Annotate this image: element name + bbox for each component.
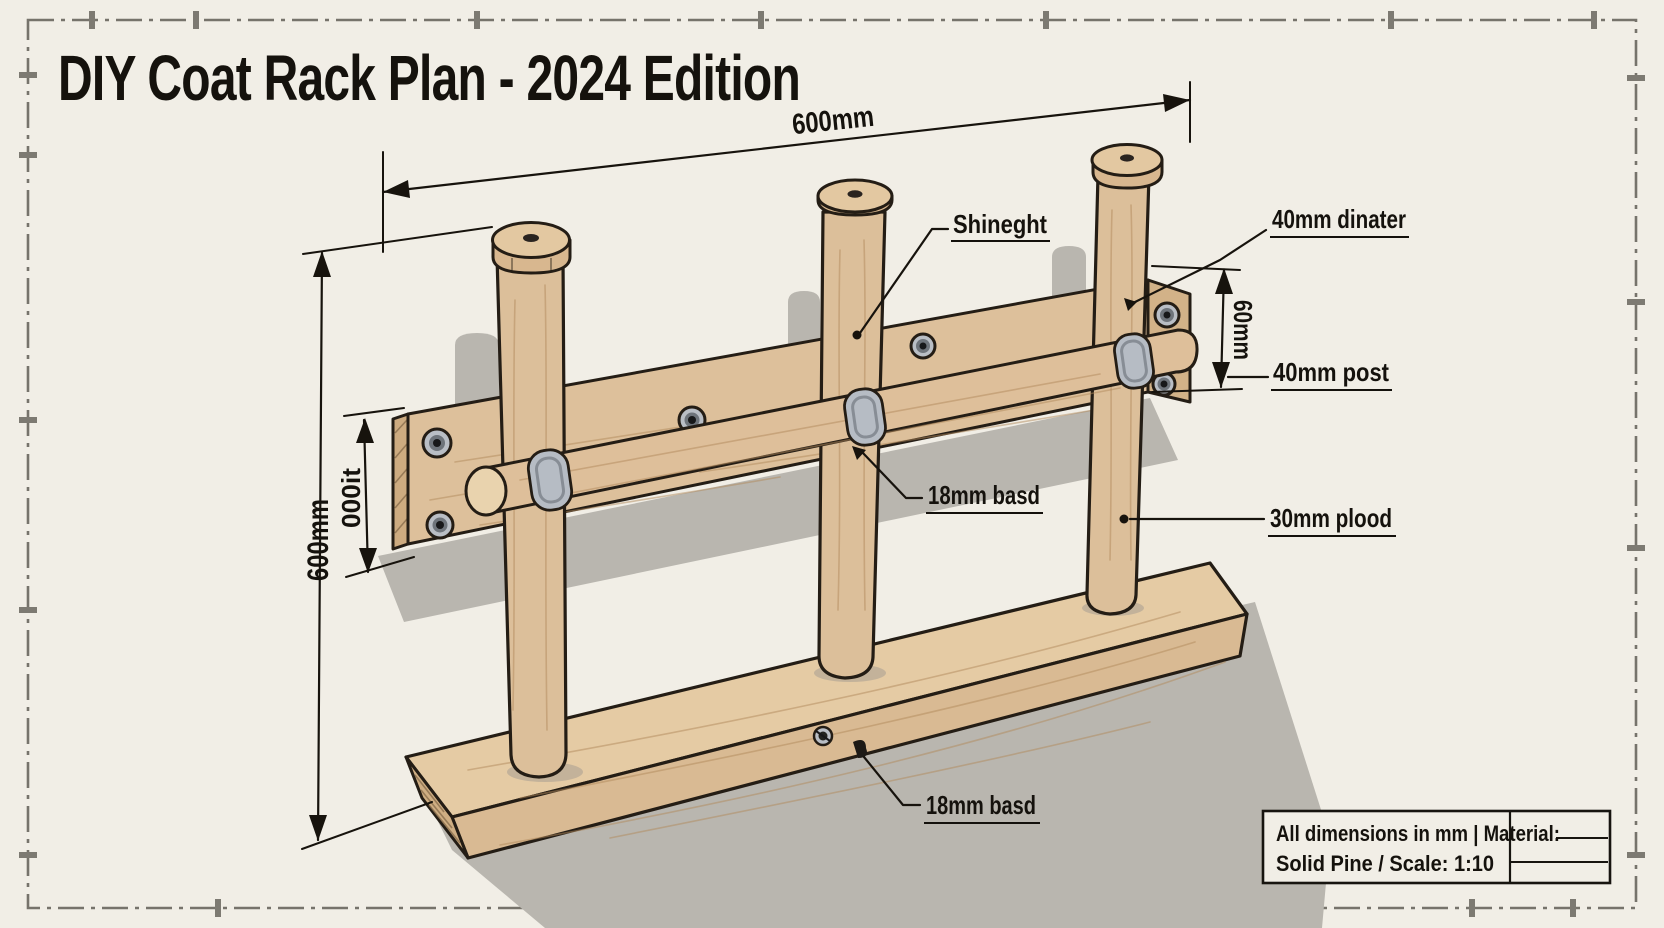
post-right-shadow bbox=[1052, 246, 1086, 302]
screw bbox=[677, 405, 707, 435]
callout-peg-diameter-label: 40mm dinater bbox=[1272, 204, 1406, 234]
dimension-right-60: 60mm bbox=[1151, 265, 1258, 393]
border-ticks-right bbox=[1627, 75, 1645, 858]
rail-collar-middle bbox=[843, 387, 887, 447]
screw bbox=[425, 510, 455, 540]
base-screw bbox=[812, 725, 834, 747]
callout-post: 40mm post bbox=[1226, 357, 1392, 391]
cap-hole bbox=[1120, 154, 1134, 162]
rail-collar-right bbox=[1113, 332, 1155, 390]
callout-shelf-height-label: Shineght bbox=[953, 209, 1047, 239]
cap-hole bbox=[523, 234, 539, 242]
border-ticks-left bbox=[19, 72, 37, 858]
screw bbox=[1153, 301, 1181, 329]
callout-base: 18mm basd bbox=[862, 755, 1040, 824]
post-middle-cap bbox=[816, 178, 894, 217]
callout-dot-diameter bbox=[1124, 298, 1137, 311]
post-right-cap bbox=[1090, 143, 1164, 190]
rail-collar-left bbox=[526, 448, 574, 512]
rail-end-cap bbox=[464, 465, 508, 517]
callout-peg-diameter: 40mm dinater bbox=[1131, 204, 1409, 305]
title-block-line2: Solid Pine / Scale: 1:10 bbox=[1276, 851, 1494, 876]
post-left bbox=[491, 221, 572, 779]
callout-backboard: 18mm basd bbox=[860, 450, 1043, 514]
dim-right-label: 60mm bbox=[1228, 300, 1258, 360]
page-title: DIY Coat Rack Plan - 2024 Edition bbox=[58, 42, 800, 114]
dim-inner-label: 000it bbox=[336, 468, 366, 528]
post-left-cap bbox=[491, 221, 572, 275]
post-left-body bbox=[495, 254, 568, 779]
title-block-line1: All dimensions in mm | Material: bbox=[1276, 821, 1560, 846]
border-ticks-top bbox=[89, 11, 1597, 29]
callout-backboard-label: 18mm basd bbox=[928, 480, 1040, 510]
callout-plywood: 30mm plood bbox=[1128, 503, 1396, 537]
dimension-board-thickness: 000it bbox=[336, 407, 415, 578]
dimension-left-height: 600mm bbox=[301, 226, 493, 850]
backboard-end-hatch bbox=[394, 419, 408, 534]
title-block-frame bbox=[1261, 809, 1612, 885]
callout-base-label: 18mm basd bbox=[926, 790, 1036, 820]
screw bbox=[1151, 371, 1177, 397]
cap-hole bbox=[847, 190, 863, 198]
dim-left-label: 600mm bbox=[302, 499, 335, 581]
post-right-body bbox=[1085, 173, 1151, 616]
post-right bbox=[1085, 143, 1164, 616]
backboard-shadow bbox=[378, 398, 1178, 622]
callout-shelf-height: Shineght bbox=[858, 209, 1050, 335]
callout-plywood-label: 30mm plood bbox=[1270, 503, 1392, 533]
screw bbox=[421, 427, 453, 459]
dim-top-label: 600mm bbox=[791, 101, 876, 141]
callout-post-label: 40mm post bbox=[1273, 357, 1389, 387]
callout-dot-plywood bbox=[1119, 514, 1129, 524]
callout-dot-backboard bbox=[852, 446, 866, 460]
backboard-screws bbox=[421, 301, 1181, 540]
base-end-hatch bbox=[414, 774, 461, 844]
hanging-rail bbox=[464, 328, 1199, 517]
post-middle-body bbox=[817, 210, 887, 680]
title-block: All dimensions in mm | Material: Solid P… bbox=[1261, 809, 1612, 885]
base-clip bbox=[853, 740, 867, 758]
screw bbox=[909, 332, 937, 360]
post-middle-shadow bbox=[788, 291, 820, 352]
